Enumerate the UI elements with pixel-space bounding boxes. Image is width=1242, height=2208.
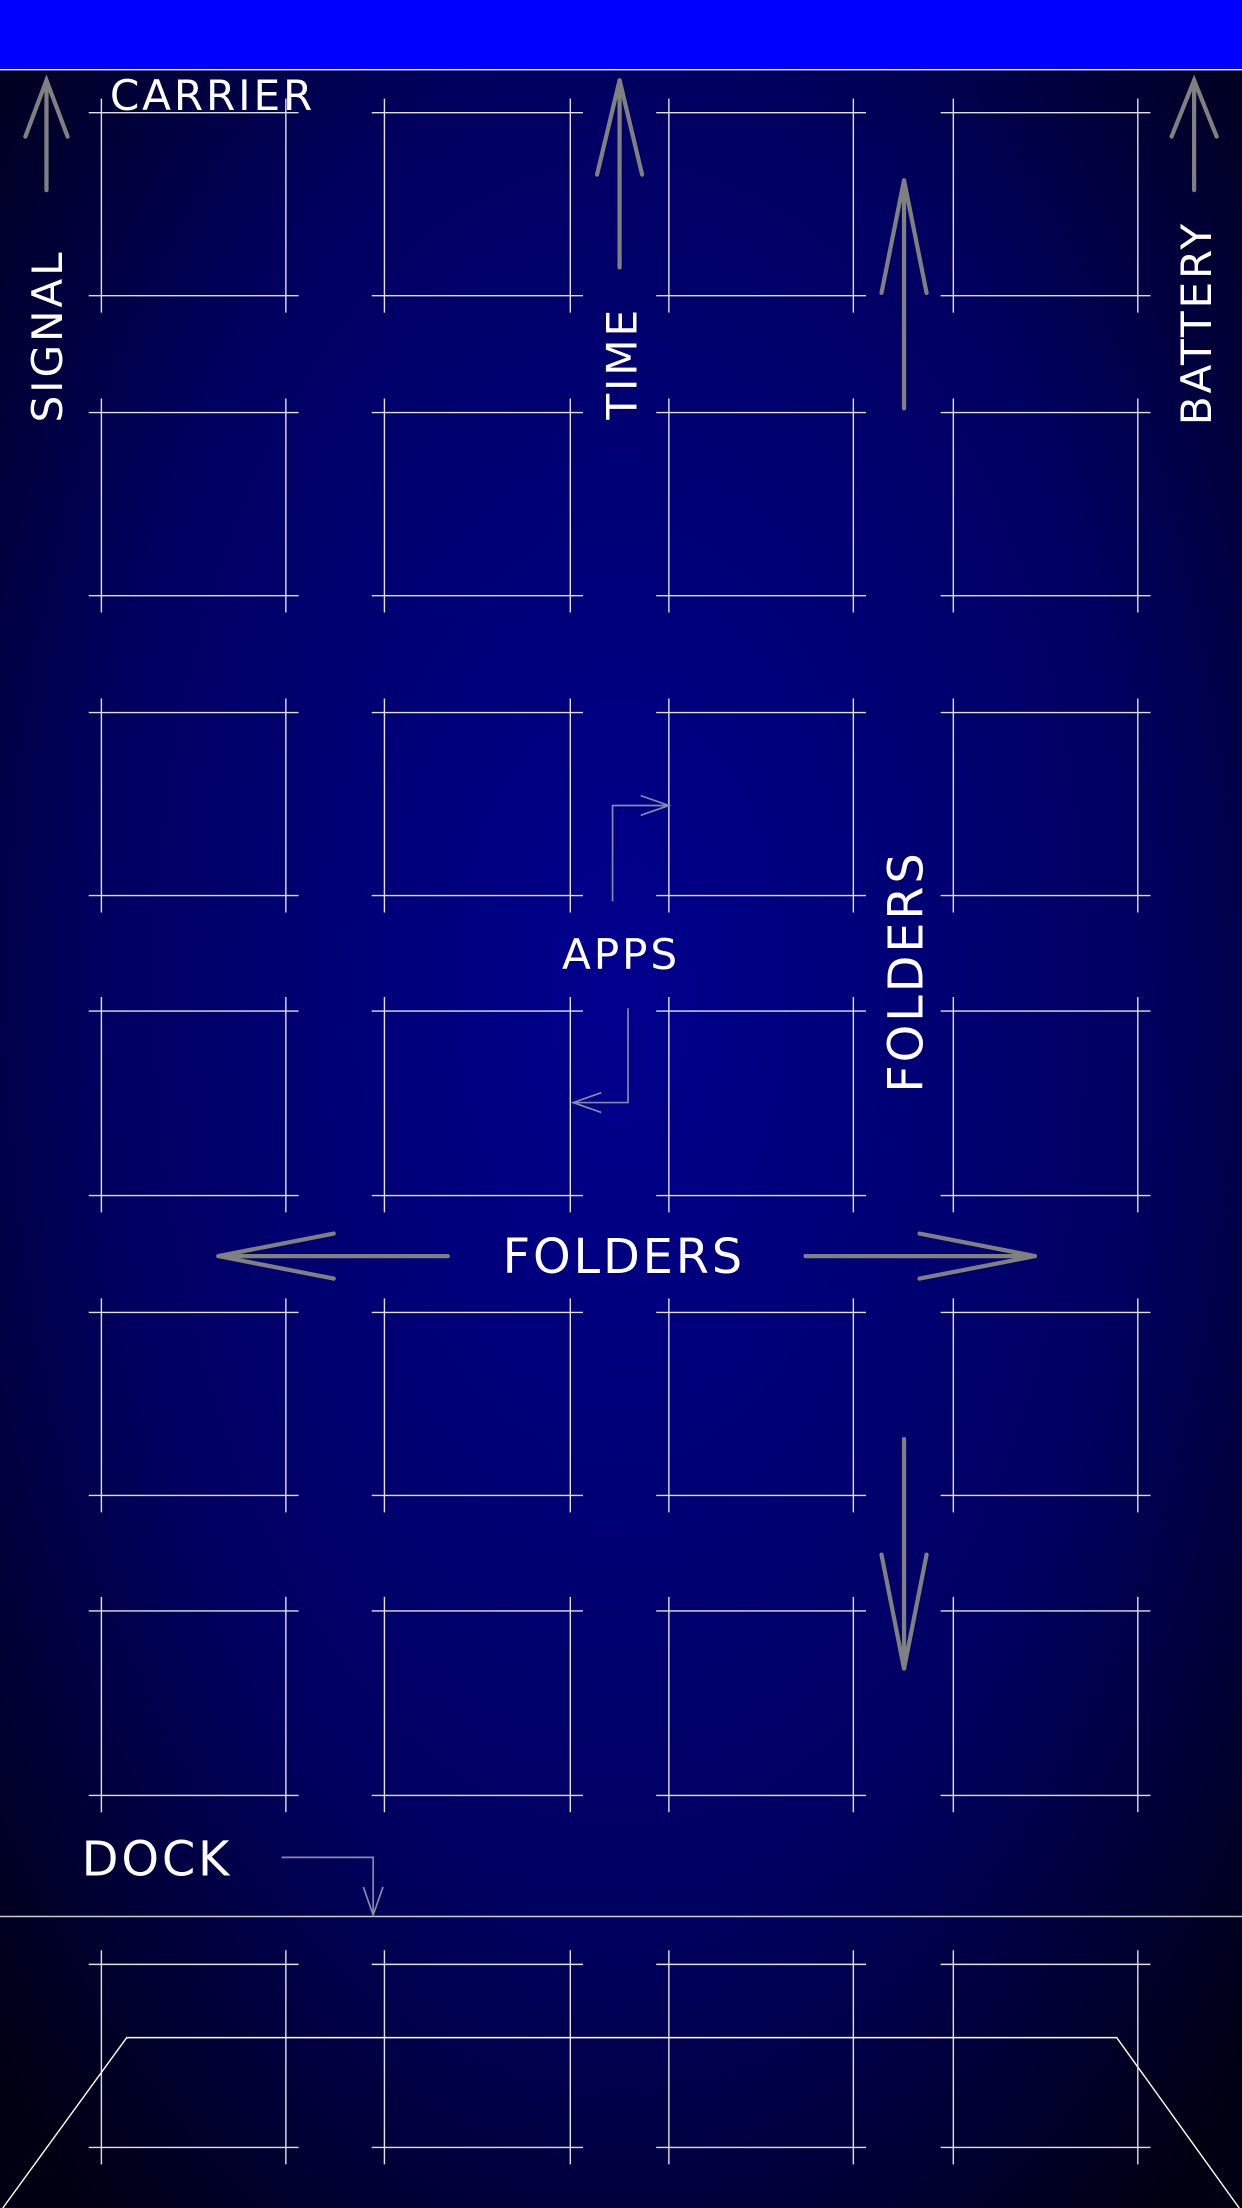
carrier-label: CARRIER: [110, 71, 315, 120]
app-icon-slot: [940, 1596, 1151, 1813]
app-icon-slot: [940, 1298, 1151, 1513]
dock-icon-slot: [371, 1950, 583, 2165]
folders-left-arrow-icon: [216, 1231, 450, 1281]
app-icon-slot: [88, 398, 299, 613]
folders-down-arrow-icon: [879, 1437, 929, 1671]
app-icon-slot: [371, 98, 583, 313]
signal-arrow-icon: [23, 74, 70, 193]
app-icon-slot: [656, 996, 867, 1213]
dock-label: DOCK: [82, 1833, 233, 1888]
dock-icon-slot: [940, 1950, 1151, 2165]
apps-label: APPS: [562, 930, 680, 979]
icon-grid: [88, 98, 1151, 2165]
time-label: TIME: [597, 307, 646, 421]
app-icon-slot: [656, 98, 867, 313]
folders-label-horizontal: FOLDERS: [503, 1230, 745, 1285]
folders-up-arrow-icon: [879, 178, 929, 411]
time-arrow-icon: [594, 78, 645, 270]
signal-label: SIGNAL: [23, 250, 72, 423]
app-icon-slot: [371, 1596, 583, 1813]
app-icon-slot: [940, 698, 1151, 913]
battery-label: BATTERY: [1172, 221, 1221, 425]
app-icon-slot: [656, 1596, 867, 1813]
app-icon-slot: [88, 996, 299, 1213]
app-icon-slot: [940, 98, 1151, 313]
app-icon-slot: [656, 398, 867, 613]
apps-up-arrow-icon: [611, 794, 672, 902]
app-icon-slot: [656, 1298, 867, 1513]
app-icon-slot: [88, 1298, 299, 1513]
apps-down-arrow-icon: [570, 1008, 629, 1114]
app-icon-slot: [371, 1298, 583, 1513]
dock-icon-slot: [88, 1950, 299, 2165]
app-icon-slot: [371, 996, 583, 1213]
status-bar: [0, 0, 1242, 69]
app-icon-slot: [940, 996, 1151, 1213]
app-icon-slot: [940, 398, 1151, 613]
dock-icon-slot: [656, 1950, 867, 2165]
battery-arrow-icon: [1169, 74, 1219, 193]
folders-label-vertical: FOLDERS: [879, 850, 934, 1092]
app-icon-slot: [371, 698, 583, 913]
dock-arrow-icon: [281, 1856, 384, 1918]
app-icon-slot: [371, 398, 583, 613]
app-icon-slot: [88, 1596, 299, 1813]
dock-shelf-outline: [2, 2036, 1240, 2208]
folders-right-arrow-icon: [803, 1231, 1038, 1281]
app-icon-slot: [88, 698, 299, 913]
app-icon-slot: [88, 98, 299, 313]
